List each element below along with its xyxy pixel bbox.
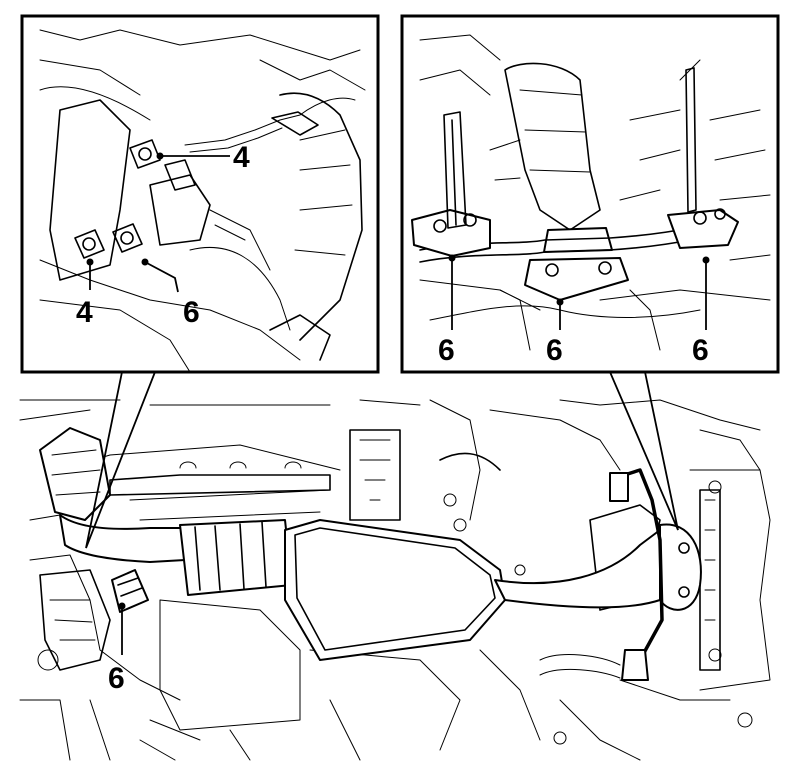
callout-label: 6 (692, 334, 709, 367)
right-inset-callout-6b: 6 (546, 298, 564, 367)
callout-label: 4 (233, 141, 250, 174)
left-inset-callout-4a: 4 (156, 141, 250, 174)
callout-label: 6 (546, 334, 563, 367)
leader-to-left-inset (85, 371, 156, 549)
right-inset-detail (411, 34, 771, 351)
leader-to-right-inset (609, 371, 679, 531)
exhaust-heat-shield-bracket (609, 468, 664, 681)
right-inset-callout-6a: 6 (438, 254, 456, 367)
callout-label: 6 (438, 334, 455, 367)
left-inset: 4 4 6 (20, 14, 380, 374)
left-inset-detail (39, 29, 366, 373)
right-inset: 6 6 6 (400, 14, 780, 374)
underbody-structure (19, 399, 771, 761)
left-inset-callout-6: 6 (141, 258, 200, 329)
callout-label: 4 (76, 296, 93, 329)
front-hanger-bracket (111, 569, 149, 613)
callout-label: 6 (108, 662, 125, 695)
flex-joint (179, 519, 293, 596)
left-inset-callout-4b: 4 (76, 258, 94, 329)
catalytic-converter (284, 519, 506, 661)
rear-flange (659, 523, 702, 611)
right-inset-callout-6c: 6 (692, 256, 710, 367)
callout-label: 6 (183, 296, 200, 329)
main-callout-6: 6 (108, 602, 126, 695)
main-underbody-view (19, 371, 771, 761)
